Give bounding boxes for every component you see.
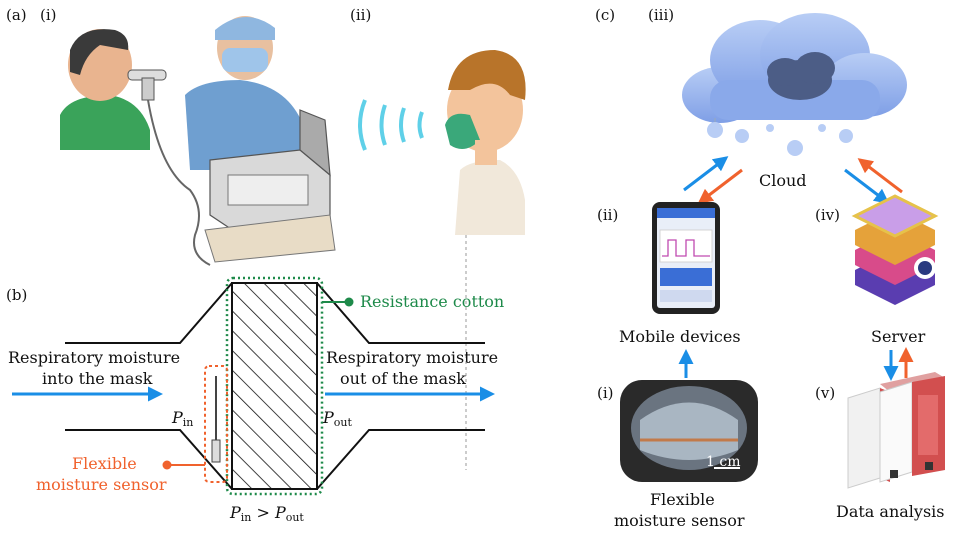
server-illustration (851, 194, 939, 305)
c-sensor-label-line1: Flexible (650, 490, 715, 509)
panel-c-iv-label: (iv) (815, 206, 840, 224)
outflow-label-line1: Respiratory moisture (326, 348, 498, 367)
resistance-cotton-label: Resistance cotton (360, 292, 504, 311)
resistance-cotton-block (231, 282, 318, 490)
sensor-outline (204, 365, 228, 483)
cloud-to-phone-arrow (697, 168, 743, 204)
phone-to-cloud-arrow (683, 156, 729, 192)
data-analysis-label: Data analysis (836, 502, 945, 521)
panel-c-i-label: (i) (597, 384, 614, 402)
pressure-relation: Pin > Pout (229, 503, 304, 524)
outflow-label-line2: out of the mask (340, 369, 466, 388)
p-out-label: Pout (322, 408, 352, 429)
panel-c-ii-label: (ii) (597, 206, 618, 224)
mobile-device-illustration (652, 202, 720, 314)
panel-b-label: (b) (6, 286, 27, 304)
p-in-label: Pin (171, 408, 193, 429)
cloud-to-server-arrow (844, 168, 890, 204)
panel-a-i-label: (i) (40, 6, 57, 24)
cloud-illustration (682, 13, 907, 156)
server-to-cloud-arrow (857, 158, 903, 194)
sensor-photo (620, 380, 758, 482)
spirometry-illustration (60, 16, 336, 266)
sensor-label-line2: moisture sensor (36, 475, 167, 494)
mobile-label: Mobile devices (619, 327, 741, 346)
inflow-label-line1: Respiratory moisture (8, 348, 180, 367)
panel-c-label: (c) (595, 6, 615, 24)
panel-c-iii-label: (iii) (648, 6, 674, 24)
masked-person-illustration (358, 50, 526, 470)
c-sensor-label-line2: moisture sensor (614, 511, 745, 530)
resistance-cotton-outline (225, 276, 324, 496)
sensor-label-line1: Flexible (72, 454, 137, 473)
server-label: Server (871, 327, 926, 346)
cloud-label: Cloud (759, 171, 807, 190)
scale-bar-label: 1 cm (706, 454, 740, 470)
panel-a-label: (a) (6, 6, 27, 24)
inflow-label-line2: into the mask (42, 369, 153, 388)
data-analysis-illustration (847, 372, 945, 489)
panel-a-ii-label: (ii) (350, 6, 371, 24)
mask-cross-section (12, 276, 495, 496)
panel-c-v-label: (v) (815, 384, 835, 402)
